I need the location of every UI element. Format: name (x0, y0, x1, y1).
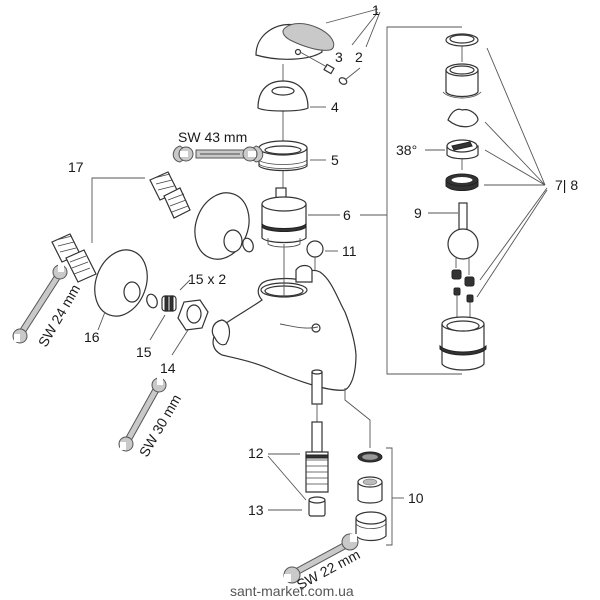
callout-6: 6 (343, 207, 351, 223)
cover-cap-4 (257, 80, 309, 112)
wrench-size-sw24: SW 24 mm (35, 282, 83, 350)
wrench-size-sw43: SW 43 mm (178, 129, 247, 145)
callout-12: 12 (248, 445, 264, 461)
cap-2 (338, 77, 348, 85)
ball-stem-9 (447, 202, 479, 260)
callout-15x2: 15 x 2 (188, 271, 226, 287)
union-nut-14 (177, 299, 209, 331)
cartridge-seal-black (445, 173, 479, 191)
callout-7-8: 7| 8 (555, 177, 578, 193)
spring-seal-left (451, 269, 462, 280)
s-union-lower (51, 233, 97, 283)
aerator-housing (355, 511, 387, 542)
wrench-sw30-icon (118, 377, 167, 452)
callout-4: 4 (331, 99, 339, 115)
seal-13 (308, 496, 326, 517)
callout-11: 11 (342, 243, 357, 259)
plug-11 (306, 240, 324, 258)
cartridge-sleeve (442, 63, 482, 99)
spring-seal-right (464, 276, 475, 287)
escutcheon-lower-16 (94, 249, 148, 317)
seat-right (466, 294, 474, 303)
wrench-sw43-icon (172, 145, 264, 163)
cartridge-ring-top (445, 33, 479, 47)
seal-insert-15 (161, 295, 177, 312)
watermark: sant-market.com.ua (230, 583, 354, 599)
callout-1: 1 (372, 2, 380, 18)
callout-3: 3 (335, 49, 343, 65)
cartridge-6 (261, 187, 307, 248)
callout-13: 13 (248, 502, 264, 518)
cartridge-base (439, 316, 487, 371)
rotation-limiter-38deg (446, 139, 479, 160)
diverter-12 (305, 421, 329, 493)
wrench-size-sw30: SW 30 mm (136, 392, 184, 460)
callout-2: 2 (355, 49, 363, 65)
callout-16: 16 (84, 329, 100, 345)
union-nut-5 (258, 140, 308, 172)
washer-15 (146, 293, 158, 309)
callout-14: 14 (160, 360, 176, 376)
callout-10: 10 (408, 490, 424, 506)
aerator-insert (357, 476, 383, 504)
callout-9: 9 (414, 205, 422, 221)
angle-label-38deg: 38° (396, 142, 417, 158)
wrench-sw22-icon (283, 533, 359, 584)
diverter-pin (311, 369, 323, 405)
wrench-sw24-icon (12, 264, 68, 344)
cartridge-group-bracket (360, 26, 462, 375)
escutcheon-upper (194, 192, 250, 260)
s-union-upper (149, 171, 191, 219)
seat-left (453, 287, 461, 296)
callout-15: 15 (136, 344, 152, 360)
callout-5: 5 (331, 152, 339, 168)
triangular-seal (447, 108, 479, 128)
callout-17: 17 (68, 159, 84, 175)
washer-upper (242, 237, 254, 253)
handle-lever (255, 23, 335, 60)
aerator-screen (357, 451, 383, 463)
